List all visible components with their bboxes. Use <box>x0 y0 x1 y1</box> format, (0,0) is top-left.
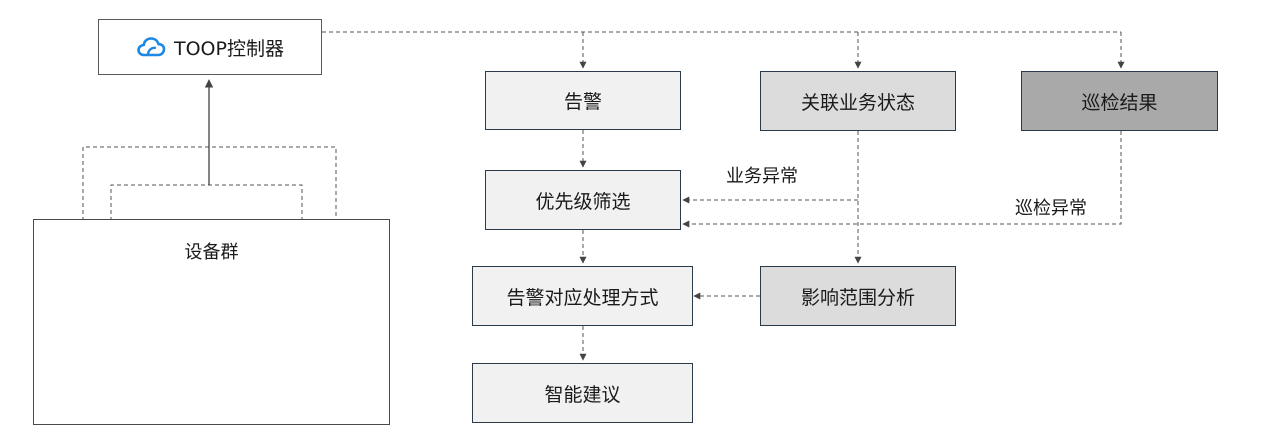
device-group-title: 设备群 <box>184 242 239 263</box>
inspection-exception-label: 巡检异常 <box>1015 198 1087 219</box>
alarm-label: 告警 <box>563 91 602 113</box>
inspection-result-label: 巡检结果 <box>1081 91 1158 114</box>
inspection-exception-arrow <box>682 131 1122 228</box>
related-service-status-box[interactable]: 关联业务状态 <box>760 71 956 131</box>
smart-suggestion-box[interactable]: 智能建议 <box>472 363 693 423</box>
smart-suggestion-label: 智能建议 <box>544 383 621 406</box>
alarm-handling-label: 告警对应处理方式 <box>506 286 659 309</box>
impact-analysis-box[interactable]: 影响范围分析 <box>760 266 956 326</box>
priority-filter-box[interactable]: 优先级筛选 <box>485 170 681 230</box>
related-service-status-label: 关联业务状态 <box>800 91 915 114</box>
impact-analysis-label: 影响范围分析 <box>800 286 915 309</box>
controller-label: TOOP控制器 <box>174 37 284 60</box>
alarm-box[interactable]: 告警 <box>485 71 681 130</box>
inspection-result-box[interactable]: 巡检结果 <box>1021 71 1218 131</box>
device-group-panel: 设备群 <box>33 219 390 425</box>
service-exception-label: 业务异常 <box>726 166 798 187</box>
controller-box[interactable]: TOOP控制器 <box>98 19 322 75</box>
priority-filter-label: 优先级筛选 <box>535 190 631 213</box>
alarm-handling-box[interactable]: 告警对应处理方式 <box>472 266 693 326</box>
cloud-icon <box>137 37 166 57</box>
